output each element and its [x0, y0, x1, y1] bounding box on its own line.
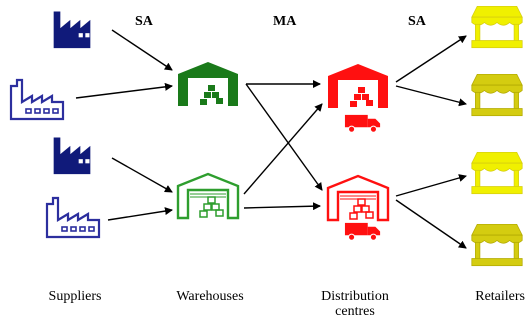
retailer-2 — [471, 73, 523, 117]
arrow-dc1-retailer1 — [395, 35, 467, 83]
warehouse-1 — [177, 61, 239, 107]
arrow-dc2-retailer4 — [395, 199, 467, 249]
stage-label-distribution-centres: Distribution centres — [300, 289, 410, 319]
stage-label-warehouses: Warehouses — [176, 289, 244, 304]
arrow-warehouse2-dc2 — [243, 202, 321, 211]
arrow-supplier2-warehouse1 — [75, 82, 173, 99]
distribution-centre-1 — [327, 63, 389, 133]
strategy-label-supplier-warehouse: SA — [135, 14, 153, 29]
retailer-1 — [471, 5, 523, 49]
factory-icon — [9, 78, 65, 121]
stage-label-retailers: Retailers — [475, 289, 525, 304]
distribution-centre-icon — [327, 63, 389, 109]
strategy-label-distribution-retailer: SA — [408, 14, 426, 29]
delivery-truck-icon — [344, 114, 381, 133]
factory-icon — [53, 137, 91, 175]
supplier-4 — [45, 196, 101, 239]
arrow-dc1-retailer2 — [395, 85, 467, 107]
flow-arrows — [75, 29, 467, 249]
warehouse-icon — [177, 61, 239, 107]
distribution-centre-2 — [326, 174, 390, 241]
retailer-3 — [471, 151, 523, 195]
arrow-supplier3-warehouse2 — [111, 157, 173, 193]
factory-icon — [45, 196, 101, 239]
arrow-warehouse1-dc2 — [245, 83, 323, 191]
delivery-truck-icon — [344, 222, 381, 241]
factory-icon — [53, 11, 91, 49]
strategy-label-warehouse-distribution: MA — [273, 14, 297, 29]
shop-stall-icon — [471, 223, 523, 267]
retailer-4 — [471, 223, 523, 267]
stage-label-distribution-line1: Distribution — [321, 289, 389, 304]
supplier-2 — [9, 78, 65, 121]
stage-label-suppliers: Suppliers — [48, 289, 102, 304]
arrow-warehouse2-dc1 — [243, 103, 323, 195]
stage-label-distribution-line2: centres — [335, 304, 375, 319]
shop-stall-icon — [471, 73, 523, 117]
arrow-dc2-retailer3 — [395, 174, 467, 197]
warehouse-2 — [176, 172, 240, 220]
arrow-supplier1-warehouse1 — [111, 29, 173, 71]
supplier-3 — [53, 137, 91, 175]
supplier-1 — [53, 11, 91, 49]
shop-stall-icon — [471, 5, 523, 49]
shop-stall-icon — [471, 151, 523, 195]
warehouse-icon — [176, 172, 240, 220]
distribution-centre-icon — [326, 174, 390, 222]
arrow-supplier4-warehouse2 — [107, 207, 173, 221]
